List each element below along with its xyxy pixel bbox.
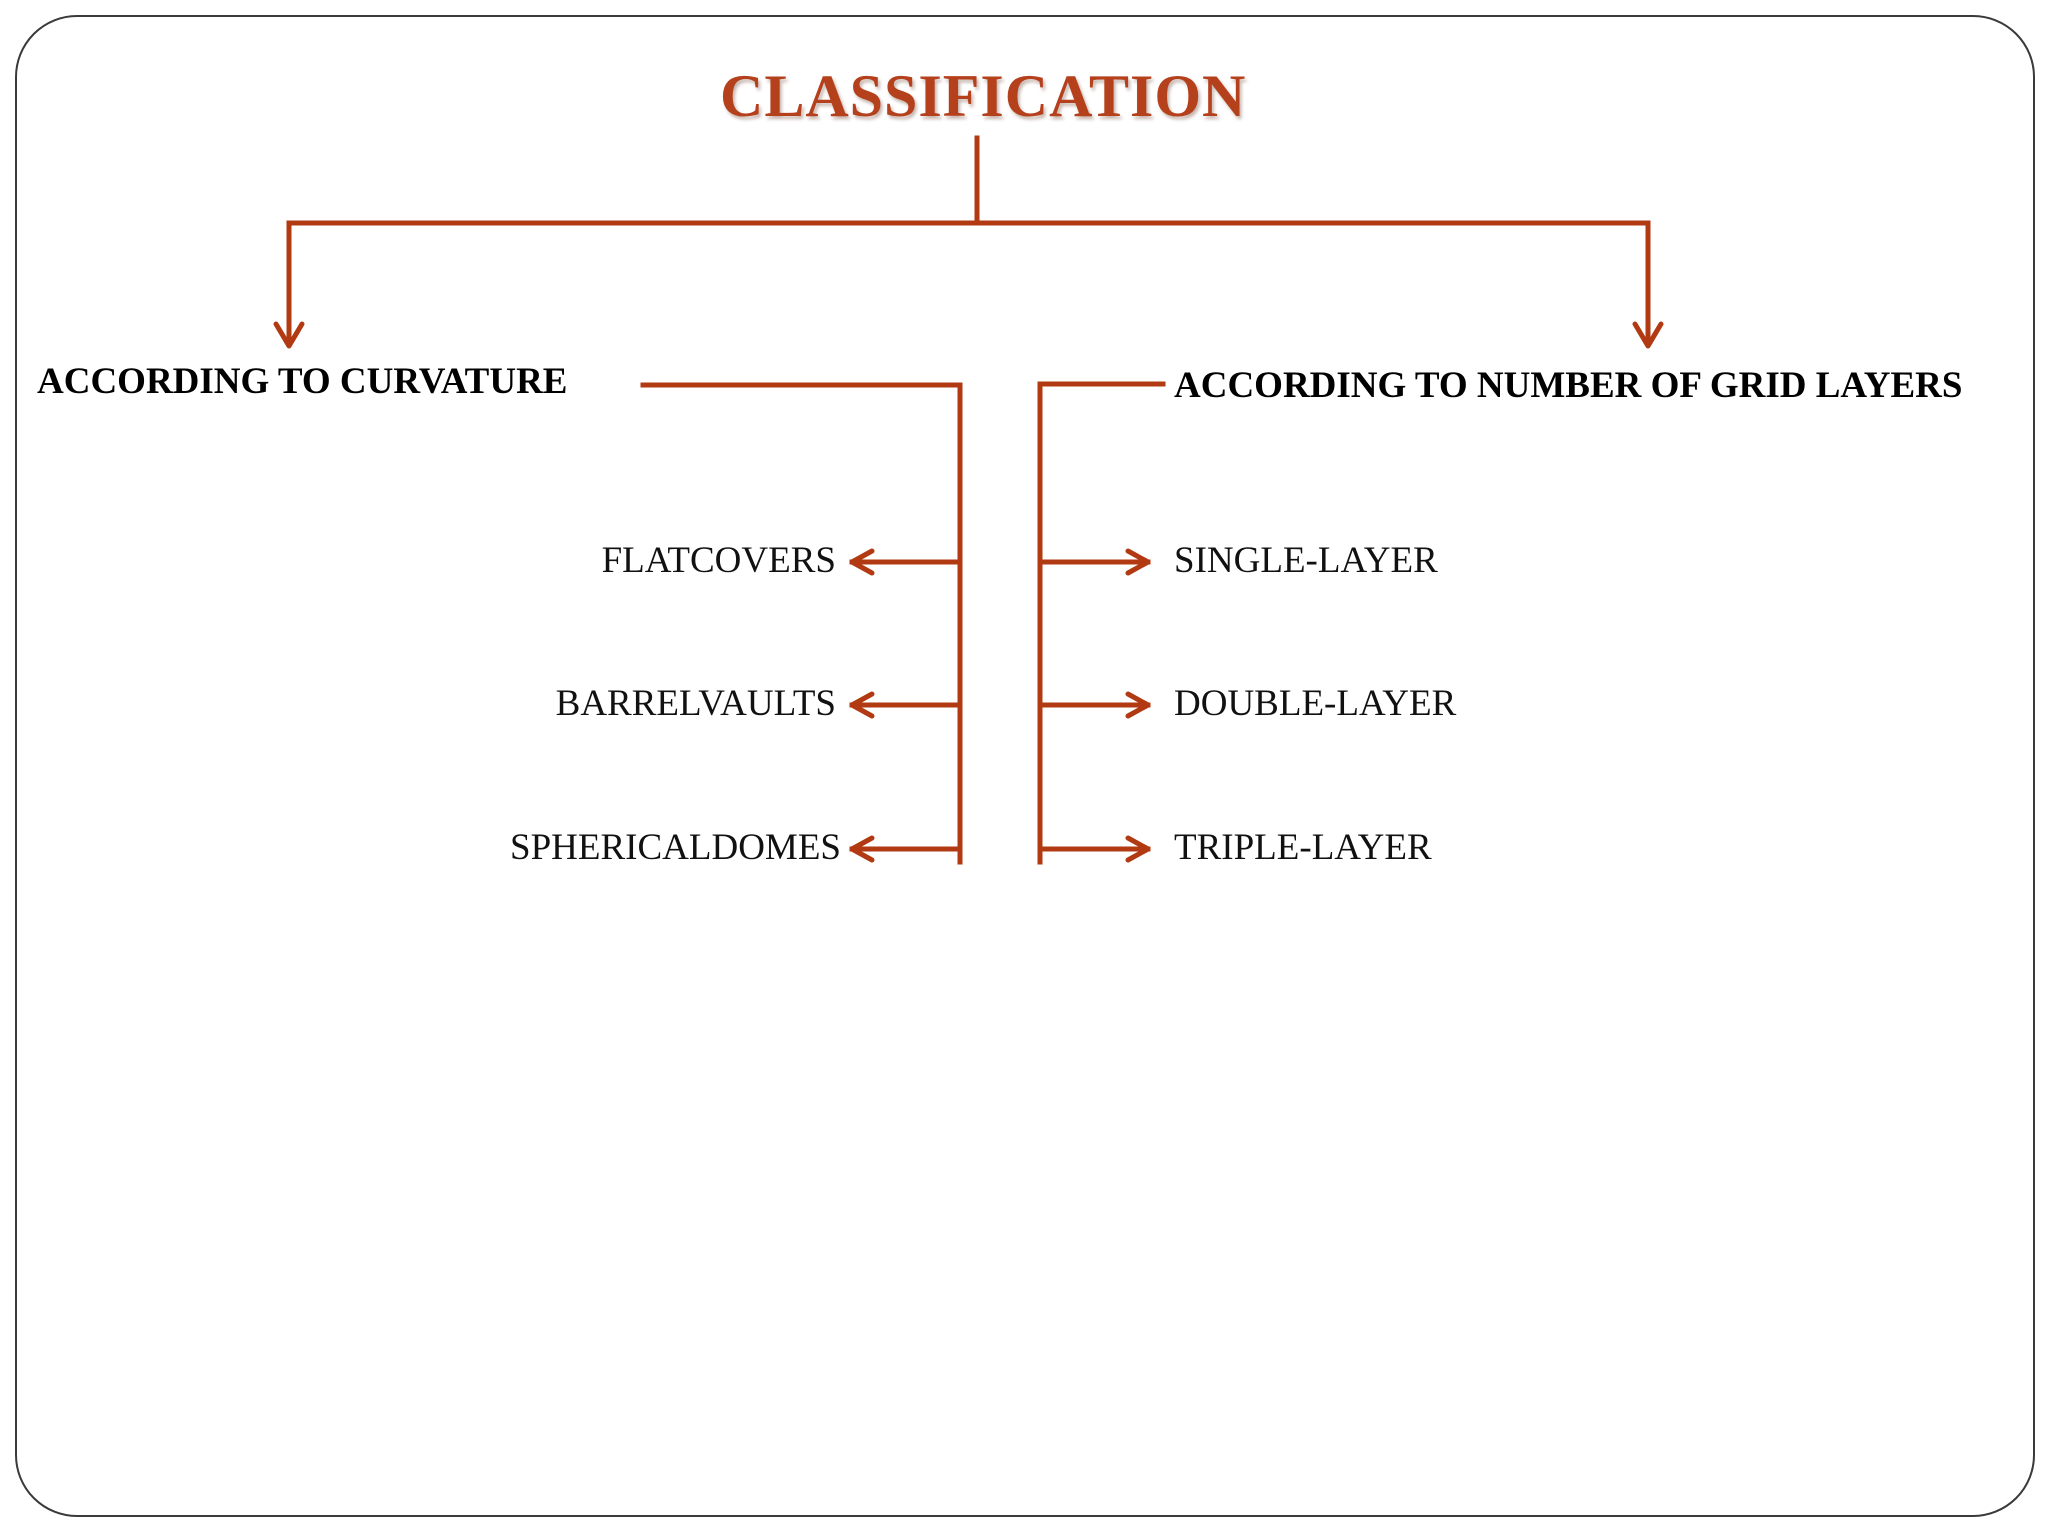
curvature-item-barrelvaults: BARRELVAULTS	[555, 683, 836, 724]
right-item-3-arrowhead	[1125, 835, 1151, 863]
right-item-2-arrowhead	[1125, 691, 1151, 719]
diagram-title: CLASSIFICATION	[720, 63, 1247, 129]
branch-heading-curvature: ACCORDING TO CURVATURE	[37, 361, 568, 402]
grid-layers-item-single: SINGLE-LAYER	[1174, 540, 1438, 581]
left-drop-arrowhead	[273, 321, 305, 349]
left-item-2-arrowhead	[849, 691, 875, 719]
curvature-item-sphericaldomes: SPHERICALDOMES	[510, 827, 841, 868]
left-item-1-arrowhead	[849, 548, 875, 576]
grid-layers-item-triple: TRIPLE-LAYER	[1174, 827, 1432, 868]
slide-frame	[15, 15, 2035, 1517]
grid-layers-item-double: DOUBLE-LAYER	[1174, 683, 1457, 724]
left-item-3-arrowhead	[849, 835, 875, 863]
right-item-1-arrowhead	[1125, 548, 1151, 576]
curvature-item-flatcovers: FLATCOVERS	[601, 540, 836, 581]
right-drop-arrowhead	[1632, 321, 1664, 349]
branch-heading-grid-layers: ACCORDING TO NUMBER OF GRID LAYERS	[1174, 365, 1963, 406]
